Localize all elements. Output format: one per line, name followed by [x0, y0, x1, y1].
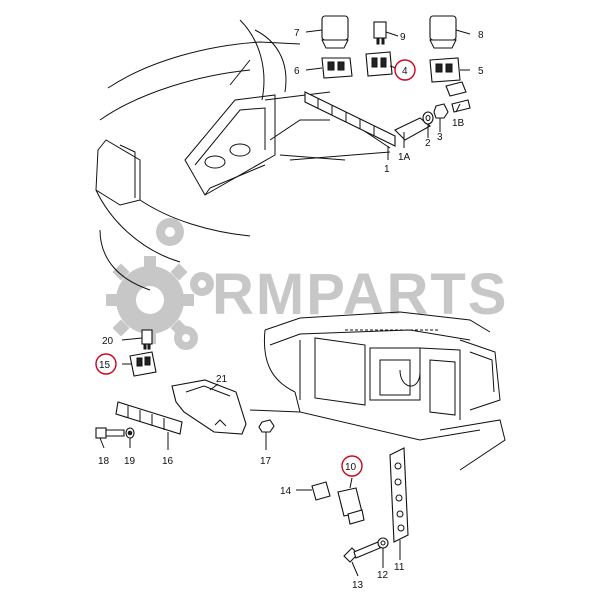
fuse-carrier-16 — [115, 401, 183, 435]
fuse-holder-4 — [365, 51, 393, 77]
fuse-14 — [311, 481, 331, 501]
washer-12 — [377, 537, 389, 549]
callout-4: 4 — [402, 66, 408, 77]
fuse-holder-10 — [337, 487, 365, 525]
nut-3 — [433, 103, 449, 119]
callout-18: 18 — [98, 456, 110, 467]
fuse-holder-15 — [129, 351, 157, 377]
callout-20: 20 — [102, 336, 114, 347]
clip-1B — [451, 99, 471, 113]
callout-17: 17 — [260, 456, 272, 467]
relay-socket-5 — [429, 57, 467, 97]
callout-1A: 1A — [398, 152, 411, 163]
callout-11: 11 — [394, 562, 405, 573]
bolt-13 — [343, 541, 381, 563]
callout-13: 13 — [352, 580, 364, 591]
leaders-bottom — [99, 337, 401, 577]
callout-1B: 1B — [452, 118, 465, 129]
fuse-9 — [373, 21, 387, 45]
relay-socket-6 — [321, 57, 353, 79]
bolt-18 — [95, 427, 125, 439]
callout-5: 5 — [478, 66, 484, 77]
relay-8 — [429, 15, 457, 49]
callout-21: 21 — [216, 374, 228, 385]
fuse-20 — [141, 329, 153, 350]
highlight-circle-4 — [394, 59, 416, 81]
washer-19 — [125, 427, 135, 439]
callout-19: 19 — [124, 456, 136, 467]
callout-9: 9 — [400, 32, 406, 43]
callout-12: 12 — [377, 570, 389, 581]
callout-1: 1 — [384, 164, 390, 175]
callout-3: 3 — [437, 132, 443, 143]
car-rear-top — [95, 19, 391, 291]
callout-14: 14 — [280, 486, 292, 497]
nut-17 — [258, 419, 275, 433]
callout-6: 6 — [294, 66, 300, 77]
washer-2 — [422, 111, 434, 125]
callout-7: 7 — [294, 28, 300, 39]
relay-carrier-11 — [389, 447, 409, 543]
callout-10: 10 — [345, 462, 357, 473]
car-trunk-bottom — [249, 311, 506, 471]
callout-8: 8 — [478, 30, 484, 41]
relay-7 — [321, 15, 349, 49]
leaders-top — [305, 29, 471, 160]
callout-15: 15 — [99, 360, 111, 371]
cover-plate-21 — [171, 379, 247, 435]
highlight-circle-10 — [341, 455, 363, 477]
callout-16: 16 — [162, 456, 174, 467]
watermark-text: RMPARTS — [212, 262, 508, 327]
highlight-circle-15 — [95, 353, 117, 375]
callout-2: 2 — [425, 138, 431, 149]
small-gear-icon — [156, 218, 214, 350]
relay-carrier — [304, 91, 431, 147]
watermark-logo: RMPARTS — [106, 218, 508, 350]
